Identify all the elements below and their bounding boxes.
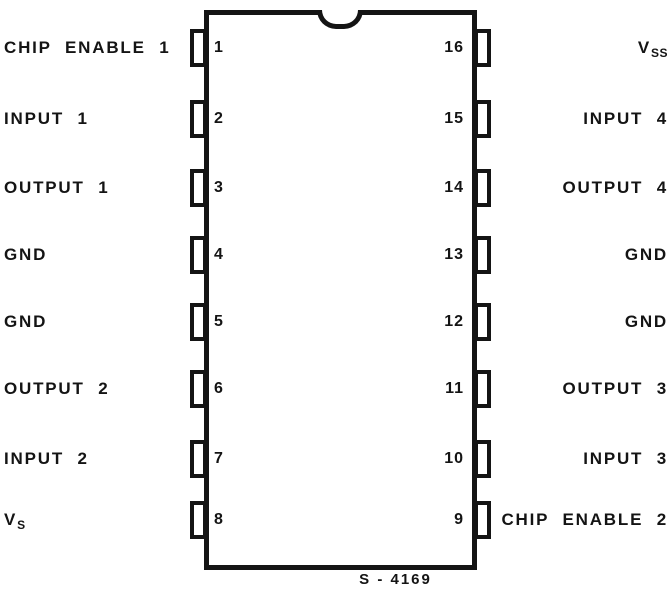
pin-number: 16 [444,39,464,56]
pin-label: OUTPUT 1 [4,178,110,197]
pin-leg [190,440,207,478]
supply-subscript: SS [650,46,668,60]
pin-leg [190,370,207,408]
pin-label: INPUT 2 [4,449,89,468]
pin-leg [474,29,491,67]
pin-label: VSS [638,28,668,73]
pin-number: 11 [445,380,464,397]
pin-leg [474,440,491,478]
pin-row-2: INPUT 1 2 [0,99,250,139]
pin-label: OUTPUT 2 [4,379,110,398]
pin-row-6: OUTPUT 2 6 [0,369,250,409]
pin-label: INPUT 3 [583,449,668,468]
pin-leg [474,501,491,539]
pin-number: 2 [214,110,224,127]
pin-number: 15 [444,110,464,127]
pin-number: 3 [214,179,224,196]
pin-row-16: 16 VSS [420,28,672,68]
pin-row-3: OUTPUT 1 3 [0,168,250,208]
pin-leg [474,236,491,274]
supply-symbol: V [4,510,18,529]
pin-leg [190,100,207,138]
pin-label: OUTPUT 3 [562,379,668,398]
pin-row-10: 10 INPUT 3 [420,439,672,479]
pin-label: GND [4,312,48,331]
pin-label: GND [4,245,48,264]
pin-row-12: 12 GND [420,302,672,342]
pin-row-5: GND 5 [0,302,250,342]
pin-number: 6 [214,380,224,397]
pin-leg [190,29,207,67]
pin-leg [474,169,491,207]
pin-row-8: VS 8 [0,500,250,540]
pin-label: CHIP ENABLE 1 [4,38,171,57]
pin-number: 10 [444,450,464,467]
pin-row-9: 9 CHIP ENABLE 2 [420,500,672,540]
pin-label: GND [624,245,668,264]
pin-label: OUTPUT 4 [562,178,668,197]
pin-row-11: 11 OUTPUT 3 [420,369,672,409]
pin-leg [190,169,207,207]
part-number-label: S - 4169 [359,571,432,588]
pin-label: INPUT 1 [4,109,89,128]
pin-label: VS [4,500,26,545]
pin-leg [474,100,491,138]
pin-row-13: 13 GND [420,235,672,275]
pin-number: 5 [214,313,224,330]
pin-number: 9 [454,511,464,528]
pin-number: 7 [214,450,224,467]
pin-label: CHIP ENABLE 2 [501,510,668,529]
pin-leg [474,303,491,341]
pin-number: 8 [214,511,224,528]
pin-number: 1 [214,39,224,56]
supply-symbol: V [637,38,651,57]
pin-label: INPUT 4 [583,109,668,128]
pin-number: 12 [444,313,464,330]
pin-label: GND [624,312,668,331]
pin-row-4: GND 4 [0,235,250,275]
pin-leg [190,501,207,539]
pin-row-15: 15 INPUT 4 [420,99,672,139]
pin-number: 14 [444,179,464,196]
pin-number: 13 [444,246,464,263]
ic-package-body [204,10,477,570]
pin-row-7: INPUT 2 7 [0,439,250,479]
pin-leg [190,303,207,341]
pin-leg [474,370,491,408]
supply-subscript: S [17,518,26,532]
pin-row-1: CHIP ENABLE 1 1 [0,28,250,68]
pin-row-14: 14 OUTPUT 4 [420,168,672,208]
pin-leg [190,236,207,274]
pin-number: 4 [214,246,224,263]
